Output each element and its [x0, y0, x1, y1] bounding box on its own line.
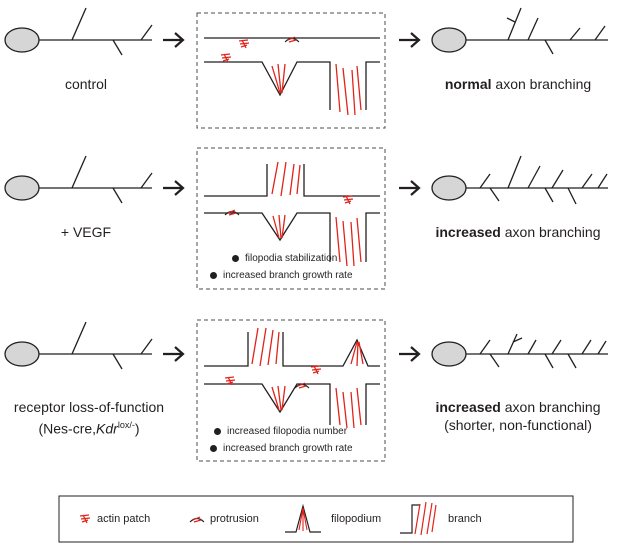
- arrow-icon: [163, 346, 185, 362]
- lof-mechanism-schematic: [204, 327, 380, 429]
- result-label-control: normal axon branching: [428, 76, 608, 92]
- condition-label-lof-prefix: (Nes-cre,: [38, 420, 97, 437]
- bullet-icon: [232, 254, 239, 262]
- lof-neuron-left: [4, 321, 153, 370]
- result-bold-control: normal: [444, 76, 492, 92]
- legend-label-actin-patch: actin patch: [97, 513, 151, 525]
- arrow-icon: [399, 346, 421, 362]
- condition-label-lof: receptor loss-of-function (Nes-cre,Kdrlo…: [0, 398, 178, 438]
- legend-box: [58, 495, 574, 543]
- condition-label-control: control: [64, 76, 108, 92]
- lof-neuron-right: [431, 333, 608, 369]
- result-label-lof: increased axon branching (shorter, non-f…: [428, 398, 608, 434]
- note-item: increased branch growth rate: [210, 443, 353, 454]
- arrow-icon: [163, 32, 185, 48]
- result-bold-lof: increased: [435, 399, 501, 415]
- note-item: increased filopodia number: [214, 426, 347, 437]
- condition-label-lof-line1: receptor loss-of-function: [13, 399, 165, 415]
- note-item: increased branch growth rate: [210, 270, 353, 281]
- condition-label-lof-sup: lox/-: [117, 420, 135, 430]
- result-rest-vegf: axon branching: [500, 224, 601, 240]
- legend-label-protrusion: protrusion: [210, 513, 259, 525]
- vegf-neuron-left: [4, 155, 153, 204]
- mechanism-box-control: [196, 12, 386, 129]
- branch-icon: [400, 501, 437, 536]
- condition-label-lof-suffix: ): [134, 420, 140, 437]
- protrusion-icon: [189, 516, 205, 523]
- control-neuron-right: [431, 7, 608, 55]
- bullet-icon: [214, 427, 221, 435]
- note-item: filopodia stabilization: [232, 253, 337, 264]
- control-mechanism-schematic: [204, 36, 380, 116]
- note-text: increased branch growth rate: [223, 270, 353, 281]
- result-bold-vegf: increased: [435, 224, 501, 240]
- mechanism-box-lof: [196, 319, 386, 462]
- arrow-icon: [399, 180, 421, 196]
- bullet-icon: [210, 271, 217, 279]
- note-text: increased filopodia number: [227, 426, 348, 437]
- vegf-mechanism-schematic: [204, 161, 380, 267]
- note-text: filopodia stabilization: [245, 253, 338, 264]
- control-neuron-left: [4, 7, 153, 56]
- note-text: increased branch growth rate: [223, 443, 353, 454]
- result-rest-lof: axon branching: [500, 399, 601, 415]
- mechanism-box-vegf: [196, 147, 386, 290]
- actin-patch-icon: [79, 514, 91, 524]
- vegf-neuron-right: [431, 155, 608, 205]
- result-rest-control: axon branching: [491, 76, 592, 92]
- bullet-icon: [210, 444, 217, 452]
- condition-label-lof-gene: Kdr: [96, 420, 118, 437]
- condition-label-vegf: + VEGF: [60, 224, 112, 240]
- result-label-vegf: increased axon branching: [428, 224, 608, 240]
- filopodium-icon: [285, 503, 321, 533]
- arrow-icon: [399, 32, 421, 48]
- legend-label-branch: branch: [448, 513, 482, 525]
- legend-label-filopodium: filopodium: [331, 513, 382, 525]
- arrow-icon: [163, 180, 185, 196]
- result-sub-lof: (shorter, non-functional): [444, 417, 592, 433]
